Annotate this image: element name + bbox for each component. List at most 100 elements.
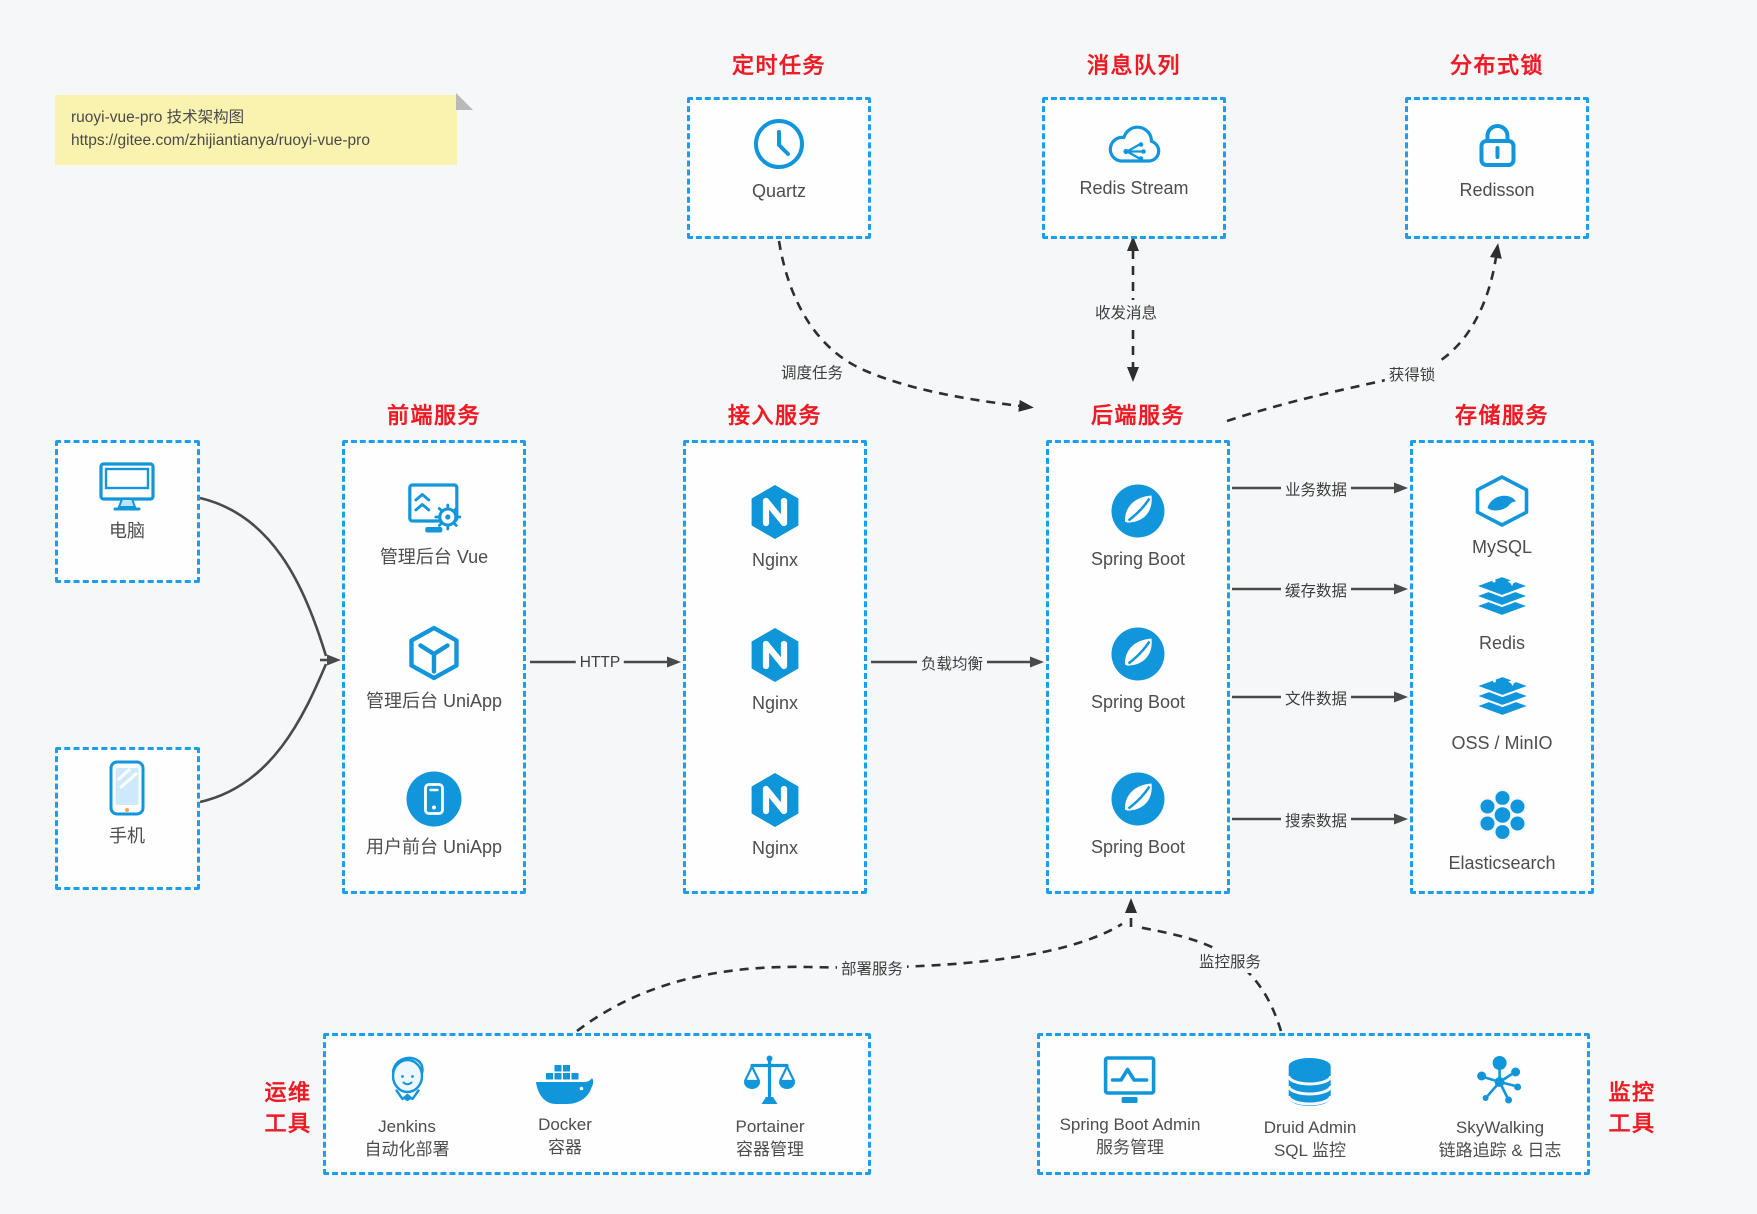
edge-label-deploy-service: 部署服务 (836, 956, 908, 980)
node-label: Quartz (751, 181, 807, 201)
node-portainer: Portainer 容器管理 (736, 1052, 805, 1161)
spring-boot-icon (1109, 482, 1167, 540)
node-computer: 电脑 (97, 460, 157, 543)
group-title-frontend: 前端服务 (386, 403, 482, 428)
node-nginx-1: Nginx (746, 483, 804, 572)
group-title-distributed-lock: 分布式锁 (1449, 53, 1545, 78)
message-queue-box (1042, 97, 1226, 239)
node-jenkins: Jenkins 自动化部署 (365, 1050, 450, 1161)
edge-label-search-data: 搜索数据 (1280, 808, 1352, 832)
edge-label-schedule-job: 调度任务 (776, 360, 848, 384)
node-label: OSS / MinIO (1451, 733, 1553, 753)
node-label: Spring Boot (1090, 692, 1186, 712)
node-druid-admin: Druid Admin SQL 监控 (1264, 1054, 1357, 1162)
edge-label-business-data: 业务数据 (1280, 477, 1352, 501)
lock-icon (1471, 117, 1523, 171)
group-title-backend: 后端服务 (1090, 403, 1186, 428)
monitor-title-line2: 工具 (1608, 1111, 1656, 1136)
monitor-title-line1: 监控 (1608, 1080, 1656, 1105)
node-user-uniapp: 用户前台 UniApp (366, 770, 502, 859)
node-admin-vue: 管理后台 Vue (380, 482, 488, 569)
cloud-stream-icon (1103, 121, 1165, 169)
node-label: Spring Boot (1090, 837, 1186, 857)
node-label: Spring Boot Admin 服务管理 (1060, 1113, 1201, 1159)
node-label: Docker 容器 (538, 1113, 592, 1159)
node-admin-uniapp: 管理后台 UniApp (366, 624, 502, 713)
spring-boot-icon (1109, 770, 1167, 828)
spring-boot-admin-icon (1101, 1055, 1159, 1107)
node-label: Redis (1478, 633, 1526, 653)
devops-title-line2: 工具 (264, 1111, 312, 1136)
node-mysql: MySQL (1472, 474, 1532, 559)
tool-name: SkyWalking (1455, 1118, 1545, 1137)
phone-icon (107, 760, 147, 817)
spring-boot-icon (1109, 625, 1167, 683)
edge-label-monitor-service: 监控服务 (1194, 949, 1266, 973)
node-label: Druid Admin SQL 监控 (1264, 1116, 1357, 1162)
node-redis-stream: Redis Stream (1079, 121, 1189, 200)
group-title-scheduled-job: 定时任务 (731, 53, 827, 78)
node-label: MySQL (1471, 537, 1533, 557)
node-label: Elasticsearch (1448, 853, 1556, 873)
jenkins-icon (379, 1050, 435, 1110)
node-oss-minio: OSS / MinIO (1451, 672, 1553, 755)
tool-name: Portainer (735, 1117, 805, 1136)
tool-desc: 服务管理 (1096, 1138, 1164, 1157)
oss-stack-icon (1472, 672, 1532, 724)
devops-title-line1: 运维 (264, 1080, 312, 1105)
node-redis: Redis (1472, 572, 1532, 655)
node-label: Nginx (751, 693, 799, 713)
edge-monitor-service (1137, 925, 1283, 1032)
node-nginx-2: Nginx (746, 626, 804, 715)
distributed-lock-box (1405, 97, 1589, 239)
edge-phone-to-frontend (199, 663, 328, 804)
desktop-icon (97, 460, 157, 512)
node-quartz: Quartz (751, 116, 807, 203)
tool-desc: 自动化部署 (364, 1140, 450, 1159)
node-label: 管理后台 Vue (379, 547, 489, 567)
node-label: Portainer 容器管理 (736, 1115, 805, 1161)
docker-icon (533, 1058, 597, 1106)
node-label: 电脑 (109, 521, 145, 541)
edge-label-http: HTTP (575, 653, 625, 673)
node-spring-boot-3: Spring Boot (1091, 770, 1185, 859)
edge-acquire-lock (1226, 243, 1502, 423)
edge-computer-to-frontend (199, 496, 328, 657)
node-label: 手机 (109, 826, 145, 846)
group-title-storage: 存储服务 (1454, 403, 1550, 428)
note-url: https://gitee.com/zhijiantianya/ruoyi-vu… (71, 132, 370, 149)
node-spring-boot-admin: Spring Boot Admin 服务管理 (1060, 1055, 1201, 1159)
elasticsearch-icon (1473, 786, 1531, 844)
node-label: SkyWalking 链路追踪 & 日志 (1439, 1116, 1562, 1162)
node-nginx-3: Nginx (746, 771, 804, 860)
edge-label-file-data: 文件数据 (1280, 686, 1352, 710)
group-title-gateway: 接入服务 (727, 403, 823, 428)
node-label: Redis Stream (1079, 178, 1189, 198)
edge-label-acquire-lock: 获得锁 (1384, 362, 1440, 386)
skywalking-icon (1471, 1053, 1529, 1111)
tool-name: Docker (538, 1115, 592, 1134)
node-spring-boot-1: Spring Boot (1091, 482, 1185, 571)
node-label: 用户前台 UniApp (365, 837, 503, 857)
node-phone: 手机 (107, 760, 147, 848)
tool-name: Spring Boot Admin (1059, 1115, 1201, 1134)
tool-name: Druid Admin (1263, 1118, 1357, 1137)
tool-name: Jenkins (378, 1117, 436, 1136)
tool-desc: 容器管理 (735, 1140, 804, 1159)
devops-tools-box (323, 1033, 871, 1175)
sticky-note: ruoyi-vue-pro 技术架构图 https://gitee.com/zh… (55, 93, 473, 165)
tool-desc: 容器 (547, 1138, 582, 1157)
tool-desc: 链路追踪 & 日志 (1438, 1141, 1562, 1160)
node-label: 管理后台 UniApp (365, 691, 503, 711)
node-elasticsearch: Elasticsearch (1448, 786, 1556, 875)
mysql-icon (1472, 474, 1532, 528)
edge-label-send-receive-msg: 收发消息 (1090, 300, 1162, 324)
node-label: Spring Boot (1090, 549, 1186, 569)
group-title-monitor: 监控 工具 (1597, 1077, 1667, 1139)
clock-icon (751, 116, 807, 172)
node-spring-boot-2: Spring Boot (1091, 625, 1185, 714)
group-title-message-queue: 消息队列 (1086, 53, 1182, 78)
redis-stack-icon (1472, 572, 1532, 624)
node-label: Nginx (751, 550, 799, 570)
